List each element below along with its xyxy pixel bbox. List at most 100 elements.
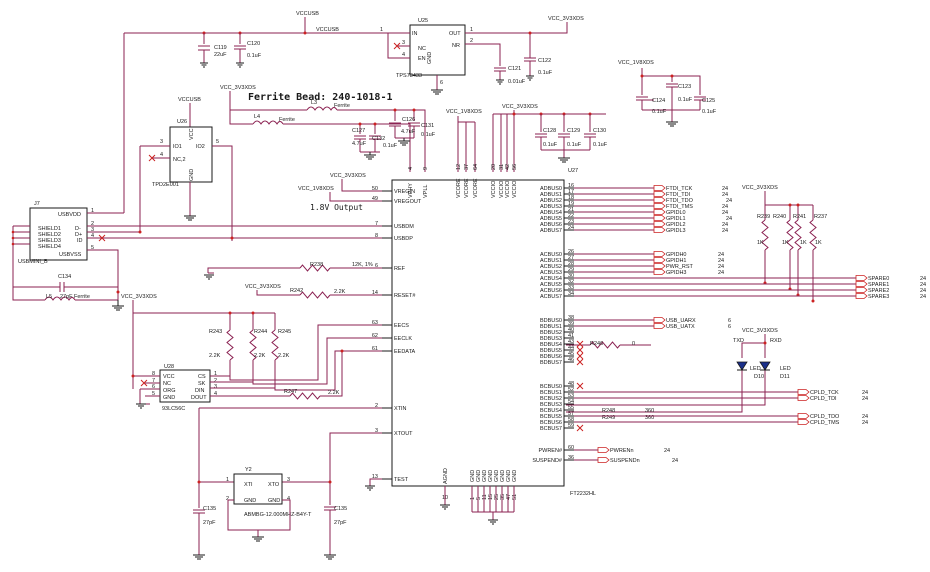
net-ac-flag-icon <box>653 263 666 269</box>
net-bd-flag-icon <box>653 323 666 329</box>
u27-right-pin-name: BCBUS6 <box>540 420 562 426</box>
u27-right-pin-name: BDBUS6 <box>540 354 562 360</box>
y2-pin-gnd-b: GND <box>268 498 280 504</box>
u27-right-pin-number: 55 <box>568 405 574 411</box>
c134-value: 27pF <box>203 520 216 526</box>
u27-right-pin-number: 59 <box>568 423 574 429</box>
j7-pin-shield4: SHIELD4 <box>38 244 61 250</box>
u27-left-pin-number: 8 <box>375 233 378 239</box>
net-a-flag-icon <box>653 197 666 203</box>
vccusb-u26-label: VCCUSB <box>178 97 201 103</box>
u25-pin-nr: NR <box>452 43 460 49</box>
no-connect-icon <box>576 424 584 432</box>
vcc3v3-output-rail: VCC_3V3XDS <box>528 16 584 58</box>
net-spare-name: SPARE0 <box>868 276 889 282</box>
c133-value: 27pF <box>60 294 73 300</box>
vccusb-net-label: VCCUSB <box>316 27 339 33</box>
u28-num-6: 6 <box>152 384 155 390</box>
u27-right-pin-number: 44 <box>568 345 574 351</box>
j7-num-1: 1 <box>91 208 94 214</box>
u28-pin-nc: NC <box>163 381 171 387</box>
u28-eeprom: VCC_3V3XDS R243 2.2K R244 2.2K R245 2.2K… <box>121 294 382 412</box>
u25-part: TPS73433 <box>396 73 422 79</box>
u27-top-pin-number: 37 <box>464 164 470 170</box>
u27-gnd-bus <box>472 511 514 520</box>
u25-pin-gnd: GND <box>427 52 433 64</box>
net-spare-sheet: 24 <box>920 288 926 294</box>
status-leds: VCC_3V3XDS TXD RXD LED D10 LED D11 <box>566 328 791 413</box>
u27-bottom-pin-number: 47 <box>506 494 512 500</box>
u27-bottom-pins: AGND10GND1GND5GND11GND15GND25GND35GND47G… <box>440 468 518 525</box>
vcore-1v8-supply: VCC_1V8XDS VCC_3V3XDS C128 0.1uF C129 0.… <box>446 104 608 172</box>
c125-ref: C125 <box>702 98 715 104</box>
u27-right-pin-number: 18 <box>568 195 574 201</box>
u27-top-pin-number: 42 <box>505 164 511 170</box>
net-spare-flag-icon <box>855 275 868 281</box>
c124-value: 0.1uF <box>652 109 667 115</box>
u27-right-pin-number: 16 <box>568 183 574 189</box>
u25-pin-nc: NC <box>418 46 426 52</box>
u27-bottom-pin-number: 15 <box>488 494 494 500</box>
c121-value: 0.01uF <box>508 79 526 85</box>
u27-left-pin-number: 2 <box>375 403 378 409</box>
net-a-flag-icon <box>653 203 666 209</box>
u27-top-pin-name: VCORE <box>473 178 479 198</box>
vcc3v3-u28-label: VCC_3V3XDS <box>121 294 157 300</box>
output-note: 1.8V Output <box>310 203 363 212</box>
j7-pin-usbvss: USBVSS <box>59 252 82 258</box>
u27-top-pin-name: VCCIO <box>491 180 497 198</box>
u27-right-pin-name: ACBUS7 <box>540 294 562 300</box>
u27-bottom-pin-number: 11 <box>482 494 488 500</box>
y2-ref: Y2 <box>245 467 252 473</box>
u27-right-pin-number: 27 <box>568 255 574 261</box>
c124-ref: C124 <box>652 98 665 104</box>
c130-value: 0.1uF <box>593 142 608 148</box>
net-a-flag-icon <box>653 215 666 221</box>
c128-ref: C128 <box>543 128 556 134</box>
u27-left-pin-name: USBDM <box>394 224 414 230</box>
vcc3v3-ferrite-label: VCC_3V3XDS <box>220 85 256 91</box>
u27-right-pin-number: 43 <box>568 339 574 345</box>
c128-value: 0.1uF <box>543 142 558 148</box>
u27-top-pin-number: 31 <box>499 164 505 170</box>
y2-num-1: 1 <box>226 477 229 483</box>
u27-right-pin-name: BDBUS5 <box>540 348 562 354</box>
net-misc-flag-icon <box>597 447 610 453</box>
u27-top-pin-name: VPHY <box>408 183 414 198</box>
u27-bottom-pin-name: GND <box>488 470 494 482</box>
d10-label: LED <box>750 366 761 372</box>
u27-right-pin-number: 21 <box>568 207 574 213</box>
u27-right-pin-name: BCBUS0 <box>540 384 562 390</box>
test-pin-gnd <box>365 478 382 491</box>
j7-pin-dplus: D+ <box>75 232 82 238</box>
u25-num-nc: 3 <box>402 40 405 46</box>
r241-ref: R241 <box>793 214 806 220</box>
c129-value: 0.1uF <box>567 142 582 148</box>
r237-value: 1K <box>815 240 822 246</box>
u27-bottom-pin-number: 5 <box>476 497 482 500</box>
u27-top-pin-number: 56 <box>512 164 518 170</box>
u28-pin-dout: DOUT <box>191 395 207 401</box>
net-ac-name: GPIDH1 <box>666 258 686 264</box>
u28-pin-cs: CS <box>198 374 206 380</box>
u27-right-pin-name: BCBUS4 <box>540 408 562 414</box>
net-ac-flag-icon <box>653 257 666 263</box>
net-a-sheet: 24 <box>726 216 732 222</box>
u28-pin-org: ORG <box>163 388 176 394</box>
r246-value: 0 <box>632 341 635 347</box>
u27-right-pin-name: ACBUS5 <box>540 282 562 288</box>
u26-num-io2: 5 <box>216 139 219 145</box>
l5-ref: L5 <box>46 294 52 300</box>
u27-right-pin-name: ADBUS4 <box>540 210 562 216</box>
net-ac-name: PWR_RST <box>666 264 694 270</box>
net-a-sheet: 24 <box>722 204 728 210</box>
net-spare-sheet: 24 <box>920 282 926 288</box>
u27-left-pin-number: 62 <box>372 333 378 339</box>
vregin-vregout: VCC_3V3XDS VCC_1V8XDS 1.8V Output <box>298 173 382 212</box>
net-spare-flag-icon <box>855 281 868 287</box>
u27-left-pin-number: 7 <box>375 221 378 227</box>
y2-crystal: Y2 XTI XTO GND GND ABMBG-12.000MHZ-B4Y-T… <box>193 407 382 560</box>
u27-right-pin-name: ACBUS0 <box>540 252 562 258</box>
u27-left-pin-name: EECLK <box>394 336 412 342</box>
c119-capacitor: C119 22uF <box>198 33 227 68</box>
